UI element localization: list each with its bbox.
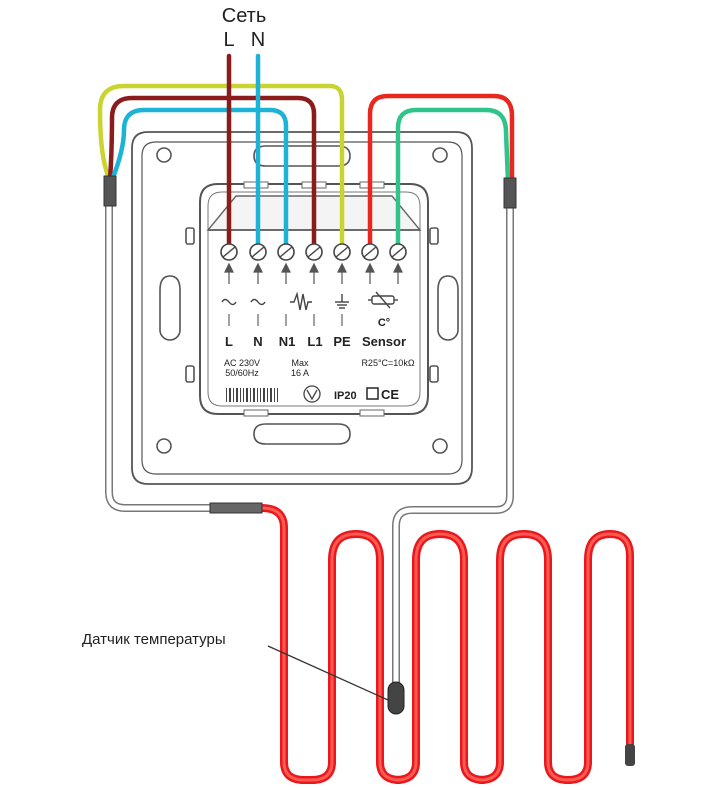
left-harness-cable (105, 176, 216, 512)
heater-symbol (290, 291, 312, 311)
spec-protection: IP20 (334, 390, 357, 402)
ground-symbol (335, 294, 349, 309)
terminal-label-l: L (225, 334, 233, 349)
wire-n1 (109, 107, 289, 247)
spec-current: 16 A (291, 368, 309, 378)
terminal-label-n1: N1 (279, 334, 296, 349)
barcode (226, 388, 278, 402)
sensor-symbol-text: C° (378, 317, 390, 329)
ac-symbol-l (221, 298, 237, 306)
wire-sensor-green (395, 107, 511, 247)
spec-sensor: R25°C=10kΩ (361, 358, 414, 368)
wire-l1 (107, 95, 317, 247)
double-insulation-icon (366, 387, 379, 400)
terminal-label-l1: L1 (307, 334, 322, 349)
spec-frequency: 50/60Hz (225, 368, 259, 378)
certification-mark (303, 385, 321, 403)
spec-current-title: Max (291, 358, 309, 368)
temperature-sensor (267, 645, 405, 715)
cable-joint (209, 502, 263, 514)
terminal-arrows (224, 262, 403, 284)
ce-mark: CE (381, 387, 399, 402)
sensor-callout-label: Датчик температуры (82, 631, 226, 648)
sensor-symbol (368, 291, 398, 309)
heating-cable-path (258, 504, 634, 784)
wire-pe (97, 83, 345, 247)
terminal-label-sensor: Sensor (362, 334, 406, 349)
spec-voltage: AC 230V (224, 358, 260, 368)
network-line-label: L (223, 29, 234, 51)
network-title: Сеть (222, 5, 266, 27)
wires (97, 53, 517, 694)
heating-cable (209, 502, 635, 784)
network-neutral-label: N (251, 29, 265, 51)
ac-symbol-n (250, 298, 266, 306)
terminal-label-n: N (253, 334, 262, 349)
terminal-label-pe: PE (333, 334, 351, 349)
wire-sensor-red (367, 93, 515, 247)
cable-end-cap (625, 744, 635, 766)
frame-holes (156, 147, 448, 454)
terminal-symbols (221, 291, 398, 311)
mounting-frame (131, 131, 473, 485)
frame-slots (159, 145, 459, 445)
